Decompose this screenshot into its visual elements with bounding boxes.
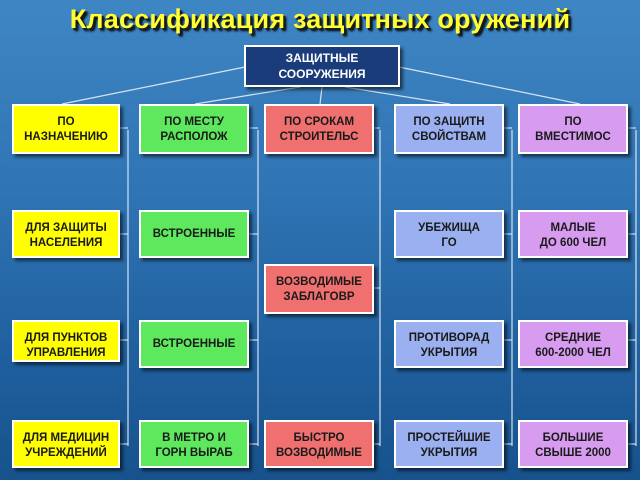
header-by-capacity: ПО ВМЕСТИМОС: [518, 104, 628, 154]
node-anti-radiation-shelters: ПРОТИВОРАД УКРЫТИЯ: [394, 320, 504, 368]
node-built-in-advance: ВОЗВОДИМЫЕ ЗАБЛАГОВР: [264, 264, 374, 314]
node-simple-shelters: ПРОСТЕЙШИЕ УКРЫТИЯ: [394, 420, 504, 468]
root-node-protective-structures: ЗАЩИТНЫЕ СООРУЖЕНИЯ: [244, 45, 400, 87]
node-built-in-1: ВСТРОЕННЫЕ: [139, 210, 249, 258]
node-population-protection: ДЛЯ ЗАЩИТЫ НАСЕЛЕНИЯ: [12, 210, 120, 258]
header-by-construction-time: ПО СРОКАМ СТРОИТЕЛЬС: [264, 104, 374, 154]
node-metro-mines: В МЕТРО И ГОРН ВЫРАБ: [139, 420, 249, 468]
node-small-capacity: МАЛЫЕ ДО 600 ЧЕЛ: [518, 210, 628, 258]
node-medium-capacity: СРЕДНИЕ 600-2000 ЧЕЛ: [518, 320, 628, 368]
header-by-purpose: ПО НАЗНАЧЕНИЮ: [12, 104, 120, 154]
node-civil-defense-shelters: УБЕЖИЩА ГО: [394, 210, 504, 258]
node-quickly-built: БЫСТРО ВОЗВОДИМЫЕ: [264, 420, 374, 468]
node-medical-institutions: ДЛЯ МЕДИЦИН УЧРЕЖДЕНИЙ: [12, 420, 120, 468]
node-large-capacity: БОЛЬШИЕ СВЫШЕ 2000: [518, 420, 628, 468]
header-by-protective-properties: ПО ЗАЩИТН СВОЙСТВАМ: [394, 104, 504, 154]
page-title: Классификация защитных оружений: [69, 4, 571, 34]
node-control-points: ДЛЯ ПУНКТОВ УПРАВЛЕНИЯ: [12, 320, 120, 362]
node-built-in-2: ВСТРОЕННЫЕ: [139, 320, 249, 368]
header-by-location: ПО МЕСТУ РАСПОЛОЖ: [139, 104, 249, 154]
